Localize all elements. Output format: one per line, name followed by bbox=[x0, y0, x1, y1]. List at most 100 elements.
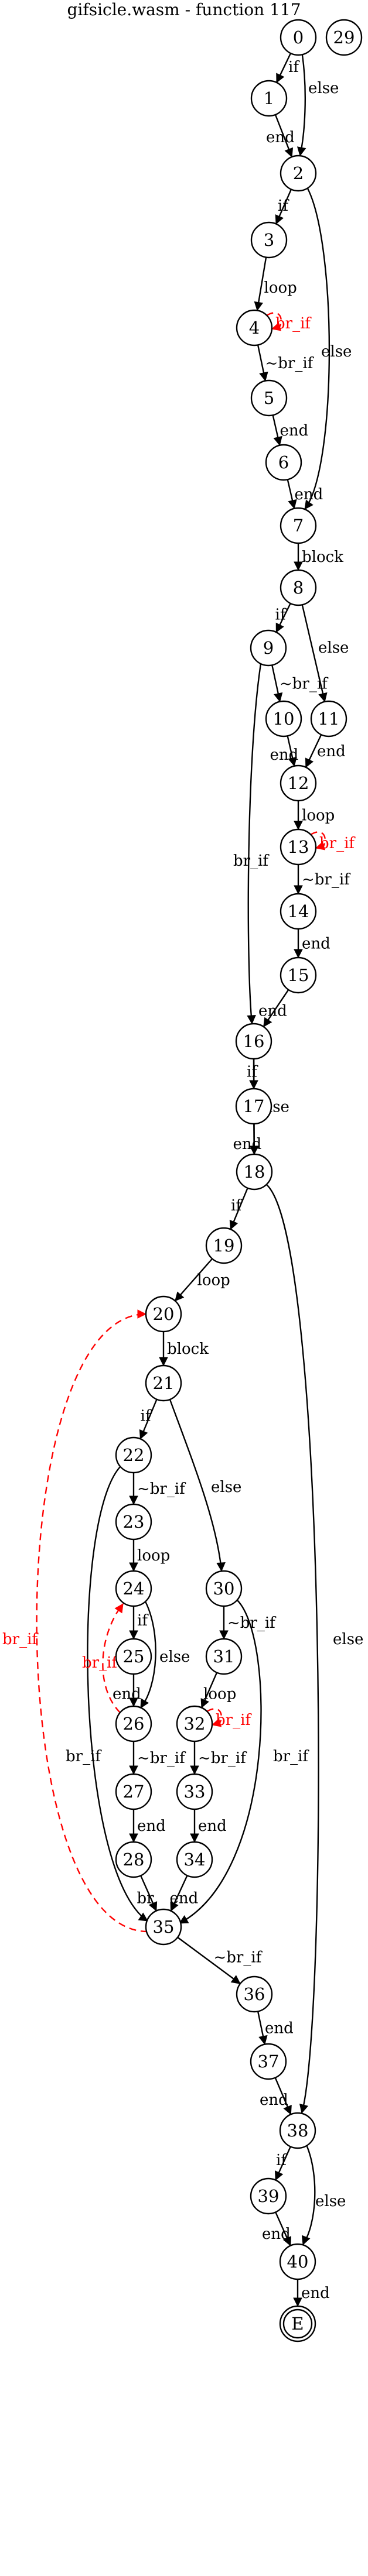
node-8: 8 bbox=[280, 569, 317, 606]
node-13: 13 bbox=[280, 828, 317, 866]
edge-line bbox=[36, 1313, 148, 1933]
arrowhead bbox=[271, 322, 282, 331]
edge-label: ~br_if bbox=[280, 675, 329, 693]
edge-0-to-1: if bbox=[275, 53, 300, 83]
node-17: 17 bbox=[235, 1088, 272, 1125]
node-label: 17 bbox=[243, 1096, 265, 1116]
edge-32-to-33: ~br_if bbox=[190, 1741, 247, 1775]
node-label: 33 bbox=[184, 1782, 206, 1802]
node-14: 14 bbox=[280, 893, 317, 930]
arrowhead bbox=[283, 2104, 292, 2115]
node-35: 35 bbox=[145, 1908, 182, 1946]
edge-38-to-40: else bbox=[301, 2146, 346, 2246]
edge-label: br_if bbox=[82, 1654, 118, 1672]
edge-18-to-38: else bbox=[266, 1184, 363, 2114]
node-circle bbox=[205, 1227, 243, 1264]
edge-label: else bbox=[333, 1631, 363, 1648]
node-label: 37 bbox=[258, 2052, 280, 2071]
edge-20-to-21: block bbox=[159, 1332, 209, 1367]
edge-31-to-32: loop bbox=[200, 1672, 236, 1709]
edge-label: ~br_if bbox=[137, 1480, 186, 1498]
edge-line bbox=[140, 1601, 156, 1709]
edge-label: end bbox=[262, 2225, 291, 2243]
edge-line bbox=[256, 257, 267, 311]
node-circle bbox=[145, 1295, 182, 1333]
edge-label: ~br_if bbox=[198, 1750, 247, 1767]
edge-13-to-13: br_if bbox=[310, 831, 356, 852]
edge-21-to-30: else bbox=[169, 1399, 241, 1572]
arrowhead bbox=[229, 1219, 238, 1230]
edge-label: ~br_if bbox=[302, 871, 351, 889]
edge-label: br_if bbox=[319, 835, 356, 852]
edge-label: else bbox=[318, 639, 349, 657]
node-circle bbox=[280, 507, 317, 544]
arrowhead bbox=[258, 2035, 268, 2045]
arrowhead bbox=[148, 1901, 158, 1912]
node-label: 10 bbox=[273, 709, 295, 729]
edge-label: ~br_if bbox=[265, 355, 315, 372]
arrowhead bbox=[211, 1718, 222, 1727]
node-9: 9 bbox=[250, 629, 287, 667]
edge-label: loop bbox=[203, 1686, 236, 1703]
edge-36-to-37: end bbox=[257, 2011, 294, 2045]
edge-label: br_if bbox=[275, 315, 312, 332]
edge-24-to-26: else bbox=[140, 1601, 190, 1709]
edge-label: end bbox=[113, 1686, 141, 1703]
node-2: 2 bbox=[280, 155, 317, 192]
arrowhead bbox=[293, 2297, 302, 2307]
arrowhead bbox=[259, 371, 268, 382]
arrowhead bbox=[288, 756, 297, 767]
node-label: 39 bbox=[258, 2186, 280, 2206]
edge-14-to-15: end bbox=[294, 929, 330, 959]
edge-35-to-36: ~br_if bbox=[177, 1936, 263, 1985]
edge-label: end bbox=[260, 2091, 288, 2109]
edge-line bbox=[102, 1603, 124, 1713]
node-circle bbox=[236, 1153, 273, 1191]
node-circle bbox=[250, 2043, 287, 2080]
node-23: 23 bbox=[115, 1503, 152, 1541]
node-label: 5 bbox=[264, 388, 274, 408]
node-circle bbox=[205, 1638, 243, 1675]
arrowhead bbox=[284, 147, 294, 158]
edge-5-to-6: end bbox=[272, 414, 309, 446]
edge-23-to-24: loop bbox=[129, 1539, 170, 1572]
edge-37-to-38: end bbox=[260, 2077, 292, 2115]
edge-30-to-35: br_if bbox=[179, 1600, 309, 1925]
edge-26-to-24: br_if bbox=[82, 1603, 124, 1713]
edge-label: ~br_if bbox=[214, 1949, 263, 1967]
node-label: 32 bbox=[184, 1714, 206, 1734]
arrowhead bbox=[170, 1901, 179, 1912]
edge-13-to-14: ~br_if bbox=[294, 865, 351, 895]
arrowhead bbox=[129, 1562, 138, 1572]
node-label: 20 bbox=[153, 1304, 175, 1324]
node-circle bbox=[235, 1023, 272, 1060]
edge-28-to-35: br bbox=[137, 1875, 158, 1912]
node-11: 11 bbox=[310, 700, 347, 738]
edge-label: if bbox=[288, 59, 300, 76]
node-label: 2 bbox=[293, 163, 304, 183]
arrowhead bbox=[274, 692, 283, 702]
node-18: 18 bbox=[236, 1153, 273, 1191]
node-label: 4 bbox=[249, 318, 260, 338]
arrowhead bbox=[275, 622, 284, 633]
node-circle bbox=[280, 828, 317, 866]
edge-line bbox=[174, 1258, 213, 1302]
arrowhead bbox=[275, 2170, 284, 2181]
edge-22-to-35: br_if bbox=[66, 1466, 148, 1922]
node-0: 0 bbox=[280, 19, 317, 56]
arrowhead bbox=[282, 2236, 291, 2246]
node-circle bbox=[145, 1364, 182, 1402]
node-3: 3 bbox=[250, 221, 288, 259]
edge-label: end bbox=[280, 422, 309, 440]
node-label: 8 bbox=[293, 578, 304, 598]
node-circle bbox=[280, 155, 317, 192]
edge-16-to-17: if bbox=[247, 1059, 258, 1090]
node-label: 15 bbox=[288, 965, 309, 985]
edge-label: if bbox=[247, 1064, 258, 1081]
graph-edges: ifelseendifelseloopbr_if~br_ifendendbloc… bbox=[2, 53, 363, 2307]
node-circle bbox=[279, 2112, 316, 2149]
node-label: 21 bbox=[153, 1373, 175, 1393]
node-34: 34 bbox=[176, 1841, 213, 1878]
arrowhead bbox=[175, 1291, 185, 1302]
